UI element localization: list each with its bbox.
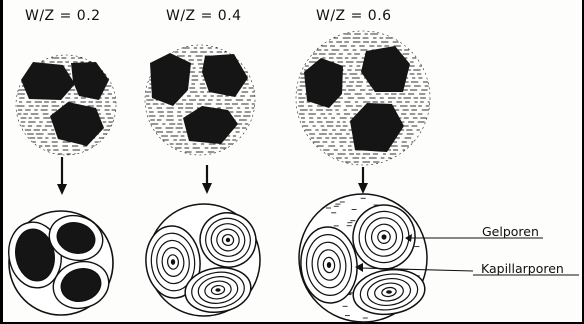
cement-grain xyxy=(21,62,75,100)
grain-core xyxy=(382,234,387,239)
grain-core xyxy=(327,262,331,268)
fresh-paste-0-6 xyxy=(296,31,430,165)
grain-core xyxy=(226,238,230,242)
down-arrow-icon xyxy=(202,165,212,194)
gel-pores-label: Gelporen xyxy=(482,224,539,239)
fresh-paste-0-2 xyxy=(16,55,116,155)
capillary-pores-label: Kapillarporen xyxy=(481,261,564,276)
grain-core xyxy=(386,290,392,294)
cement-grain xyxy=(50,102,104,146)
cement-grain xyxy=(361,46,410,92)
cement-grain xyxy=(304,58,343,108)
down-arrow-icon xyxy=(358,167,368,194)
down-arrow-icon xyxy=(57,157,67,195)
ratio-label-2: W/Z = 0.4 xyxy=(166,8,242,24)
gel-pores-callout: Gelporen xyxy=(405,224,543,242)
fresh-paste-0-4 xyxy=(145,45,255,155)
ratio-label-1: W/Z = 0.2 xyxy=(25,8,101,24)
cement-grain xyxy=(202,54,248,97)
grain-core xyxy=(171,259,175,265)
grain-core xyxy=(215,288,220,292)
cement-grain xyxy=(150,53,191,106)
hydration-diagram: W/Z = 0.2 W/Z = 0.4 W/Z = 0.6 xyxy=(3,0,584,324)
ratio-label-3: W/Z = 0.6 xyxy=(316,8,392,24)
hydrated-paste-0-4 xyxy=(143,204,264,316)
hydrated-paste-0-2 xyxy=(4,210,114,315)
hydrated-paste-0-6 xyxy=(298,194,428,322)
